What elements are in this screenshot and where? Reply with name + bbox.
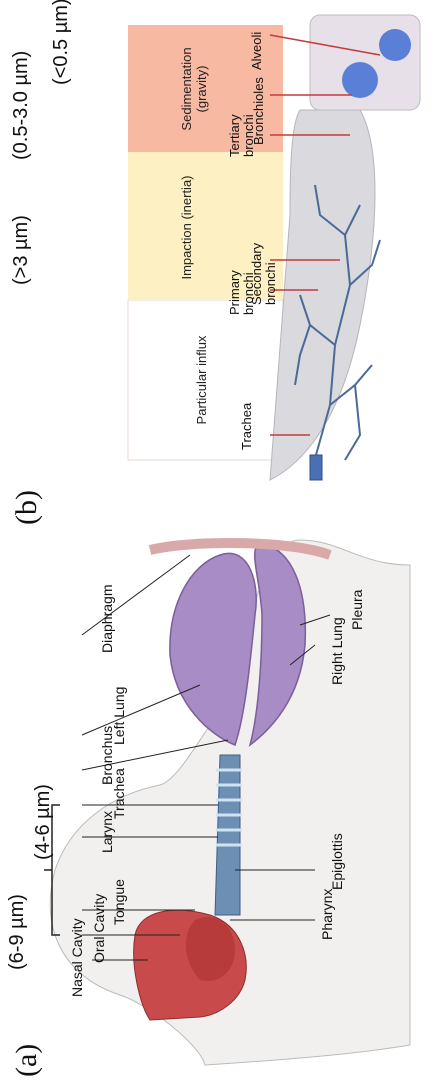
b-trachea-tube (310, 455, 322, 480)
alveoli-label: Alveoli (250, 32, 264, 70)
pleura-label: Pleura (350, 590, 365, 630)
size-nasal-label: (6-9 µm) (6, 894, 29, 970)
alveolus-cluster-1 (342, 62, 378, 98)
secondary-bronchi-label: Secondary bronchi (250, 225, 279, 305)
size-upper-label: (4-6 µm) (32, 784, 55, 860)
size-sedimentation-label: (0.5-3.0 µm) (10, 51, 33, 160)
mech-influx-label: Particular influx (195, 315, 210, 445)
tongue-label: Tongue (112, 879, 127, 925)
nasal-cavity-label: Nasal Cavity (70, 918, 85, 997)
b-trachea-label: Trachea (240, 403, 254, 450)
oral-cavity-label: Oral Cavity (92, 894, 107, 963)
alveolus-cluster-2 (379, 29, 411, 61)
mech-sedimentation-label: Sedimentation (gravity) (180, 29, 210, 149)
trachea-tube (215, 755, 240, 915)
diaphragm-label: Diaphragm (100, 585, 115, 653)
right-lung-label: Right Lung (330, 617, 345, 685)
epiglottis-label: Epiglottis (330, 833, 345, 890)
size-brownian-label: (<0.5 µm) (50, 0, 73, 85)
panel-b-letter: (b) (10, 490, 44, 525)
left-lung-label: Left Lung (112, 687, 127, 745)
mech-impaction-label: Impaction (inertia) (180, 160, 195, 295)
bronchioles-label: Bronchioles (252, 77, 266, 145)
size-impaction-label: (>3 µm) (10, 215, 33, 285)
pharynx-label: Pharynx (320, 889, 335, 940)
panel-a-letter: (a) (10, 1044, 44, 1077)
